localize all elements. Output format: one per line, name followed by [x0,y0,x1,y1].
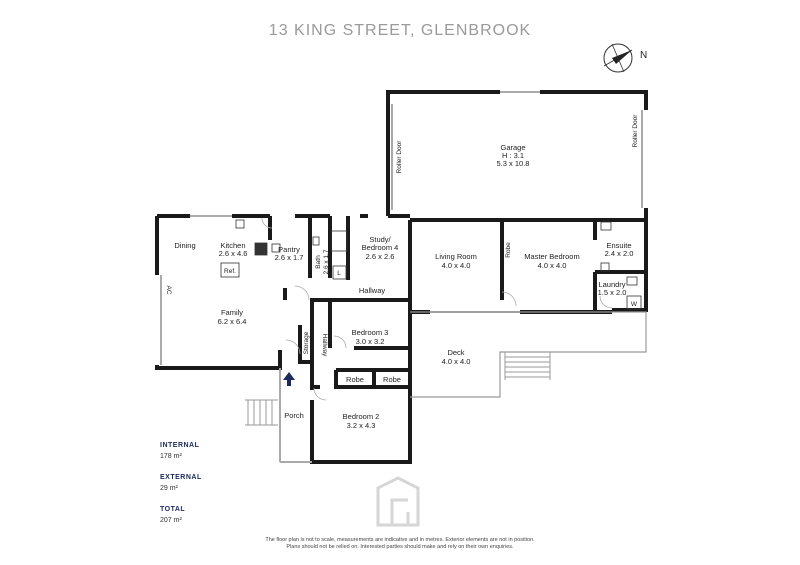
deck-stairs [504,352,551,380]
property-address-title: 13 KING STREET, GLENBROOK [268,22,532,39]
cooktop-icon [254,242,268,256]
disclaimer: The floor plan is not to scale, measurem… [160,537,640,551]
porch-label: Porch [284,411,304,420]
hallway-main-label: Hallway [359,286,386,295]
ensuite-dims: 2.4 x 2.0 [605,249,634,258]
deck-dims: 4.0 x 4.0 [442,357,471,366]
deck-name: Deck [447,348,464,357]
garage-name: Garage [500,143,525,152]
laundry-name: Laundry [598,280,625,289]
kitchen-sink-icon [235,219,245,229]
hallway-side-label: Hallway [321,334,328,358]
external-value: 29 m² [160,485,178,492]
external-label: EXTERNAL [160,474,202,481]
total-area: TOTAL 207 m² [160,506,185,524]
disclaimer-line-1: The floor plan is not to scale, measurem… [265,537,535,543]
bedroom-3-dims: 3.0 x 3.2 [356,337,385,346]
study-name-line1: Study/ [369,235,391,244]
fridge-icon [220,262,240,278]
roller-door-right-label: Roller Door [632,114,639,148]
laundry-tub-icon [626,276,638,286]
study-name-line2: Bedroom 4 [362,243,399,252]
robe-right-label: Robe [383,375,401,384]
storage-label: Storage [303,331,310,354]
house-walls [155,214,648,464]
ensuite-toilet-icon [600,262,610,272]
robe-left-label: Robe [346,375,364,384]
master-robe-label: Robe [505,242,512,258]
ensuite-name: Ensuite [606,241,631,250]
door-swings [261,217,613,401]
study-dims: 2.6 x 2.6 [366,252,395,261]
porch-stairs [245,399,278,426]
linen-cupboard-icon [332,265,347,280]
bedroom-3-name: Bedroom 3 [352,328,389,337]
linen-label: L [337,270,341,277]
bathtub-icon [330,230,348,252]
roller-door-left-label: Roller Door [396,140,403,174]
washer-label: W [631,301,638,308]
external-area: EXTERNAL 29 m² [160,474,202,492]
ensuite-basin-icon [600,221,612,231]
garage-light-walls [391,91,643,210]
garage-dims: 5.3 x 10.8 [497,159,530,168]
internal-area: INTERNAL 178 m² [160,442,199,460]
master-bedroom-dims: 4.0 x 4.0 [538,261,567,270]
kitchen-name: Kitchen [220,241,245,250]
watermark-logo [376,476,420,527]
bath-dims: 2.6 x 1.7 [323,249,330,274]
ref-label: Ref. [224,268,236,275]
pantry-sink-icon [271,243,281,253]
total-value: 207 m² [160,517,182,524]
bedroom-2-dims: 3.2 x 4.3 [347,421,376,430]
entry-arrow-icon [283,372,295,386]
compass-icon [603,43,633,73]
compass-north-label: N [640,50,647,61]
internal-value: 178 m² [160,453,182,460]
dining-name: Dining [174,241,195,250]
bedroom-2-name: Bedroom 2 [343,412,380,421]
living-room-dims: 4.0 x 4.0 [442,261,471,270]
bath-name: Bath [315,255,322,269]
pantry-dims: 2.6 x 1.7 [275,253,304,262]
family-name: Family [221,308,243,317]
garage-height: H : 3.1 [502,151,524,160]
pantry-name: Pantry [278,245,300,254]
internal-label: INTERNAL [160,442,200,449]
master-bedroom-name: Master Bedroom [524,252,579,261]
fixtures [220,219,642,310]
living-room-name: Living Room [435,252,477,261]
family-dims: 6.2 x 6.4 [218,317,247,326]
toilet-icon [312,236,320,246]
disclaimer-line-2: Plans should not be relied on. Intereste… [286,544,514,550]
total-label: TOTAL [160,506,186,513]
kitchen-dims: 2.6 x 4.6 [219,249,248,258]
deck-outline [410,311,647,398]
ac-label: AC [165,285,172,294]
washer-icon [626,295,642,310]
laundry-dims: 1.5 x 2.0 [598,288,627,297]
